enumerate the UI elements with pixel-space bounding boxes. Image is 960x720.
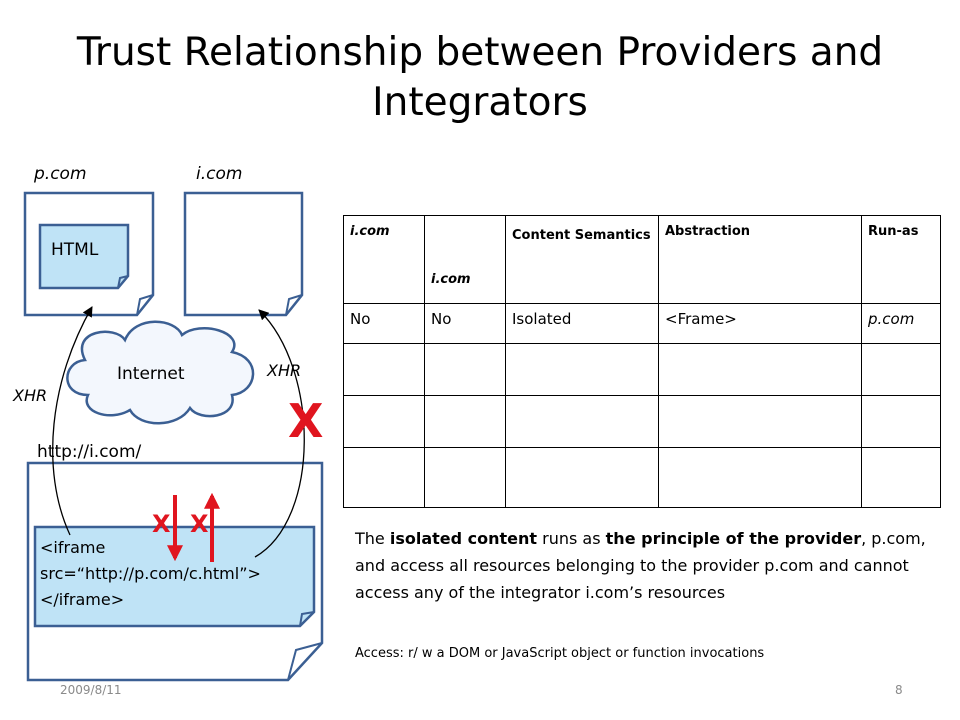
url-label: http://i.com/ [37, 442, 142, 462]
emphasis-isolated-content: isolated content [389, 529, 538, 548]
header-provider: i.com [424, 215, 506, 304]
table-row: No No Isolated <Frame> p.com [343, 303, 941, 344]
emphasis-principle: the principle of the provider [605, 529, 862, 548]
header-run-as: Run-as [861, 215, 941, 304]
table-row [343, 395, 941, 448]
iframe-box [33, 525, 316, 628]
integrator-label: i.com [196, 164, 243, 184]
integrator-page [183, 191, 304, 317]
iframe-line-1: <iframe [40, 538, 106, 557]
iframe-line-3: </iframe> [40, 590, 125, 609]
page-number: 8 [895, 683, 903, 697]
xhr-arrow-left [52, 306, 93, 536]
slide-title: Trust Relationship between Providers and… [0, 28, 960, 128]
table-header-row: i.com i.com Content Semantics Abstractio… [343, 215, 941, 304]
blocked-mark-small-left: X [152, 510, 171, 538]
xhr-right-label: XHR [267, 361, 302, 380]
header-content-semantics: Content Semantics [505, 215, 659, 304]
row1-cell-1: No [343, 303, 425, 344]
header-integrator: i.com [343, 215, 425, 304]
iframe-line-2: src=“http://p.com/c.html”> [40, 564, 261, 583]
slide-date: 2009/8/11 [60, 683, 122, 697]
provider-label: p.com [34, 164, 87, 184]
explanation-paragraph: The isolated content runs as the princip… [355, 529, 926, 602]
row1-cell-4: <Frame> [658, 303, 862, 344]
html-label: HTML [51, 240, 99, 260]
row1-cell-5: p.com [861, 303, 941, 344]
row1-cell-2: No [424, 303, 506, 344]
blocked-mark-large: X [288, 394, 324, 448]
header-abstraction: Abstraction [658, 215, 862, 304]
trust-table: i.com i.com Content Semantics Abstractio… [343, 215, 941, 508]
row1-cell-3: Isolated [505, 303, 659, 344]
access-note: Access: r/ w a DOM or JavaScript object … [355, 646, 765, 661]
table-row [343, 447, 941, 508]
table-row [343, 343, 941, 396]
iframe-code: <iframe src=“http://p.com/c.html”> </ifr… [40, 535, 310, 613]
title-line-2: Integrators [372, 80, 588, 125]
html-document [38, 223, 130, 290]
xhr-left-label: XHR [13, 386, 48, 405]
internet-label: Internet [117, 364, 185, 384]
xhr-arrow-right [254, 309, 305, 558]
internet-cloud [66, 320, 255, 425]
title-line-1: Trust Relationship between Providers and [76, 30, 884, 75]
blocked-mark-small-right: X [190, 510, 209, 538]
